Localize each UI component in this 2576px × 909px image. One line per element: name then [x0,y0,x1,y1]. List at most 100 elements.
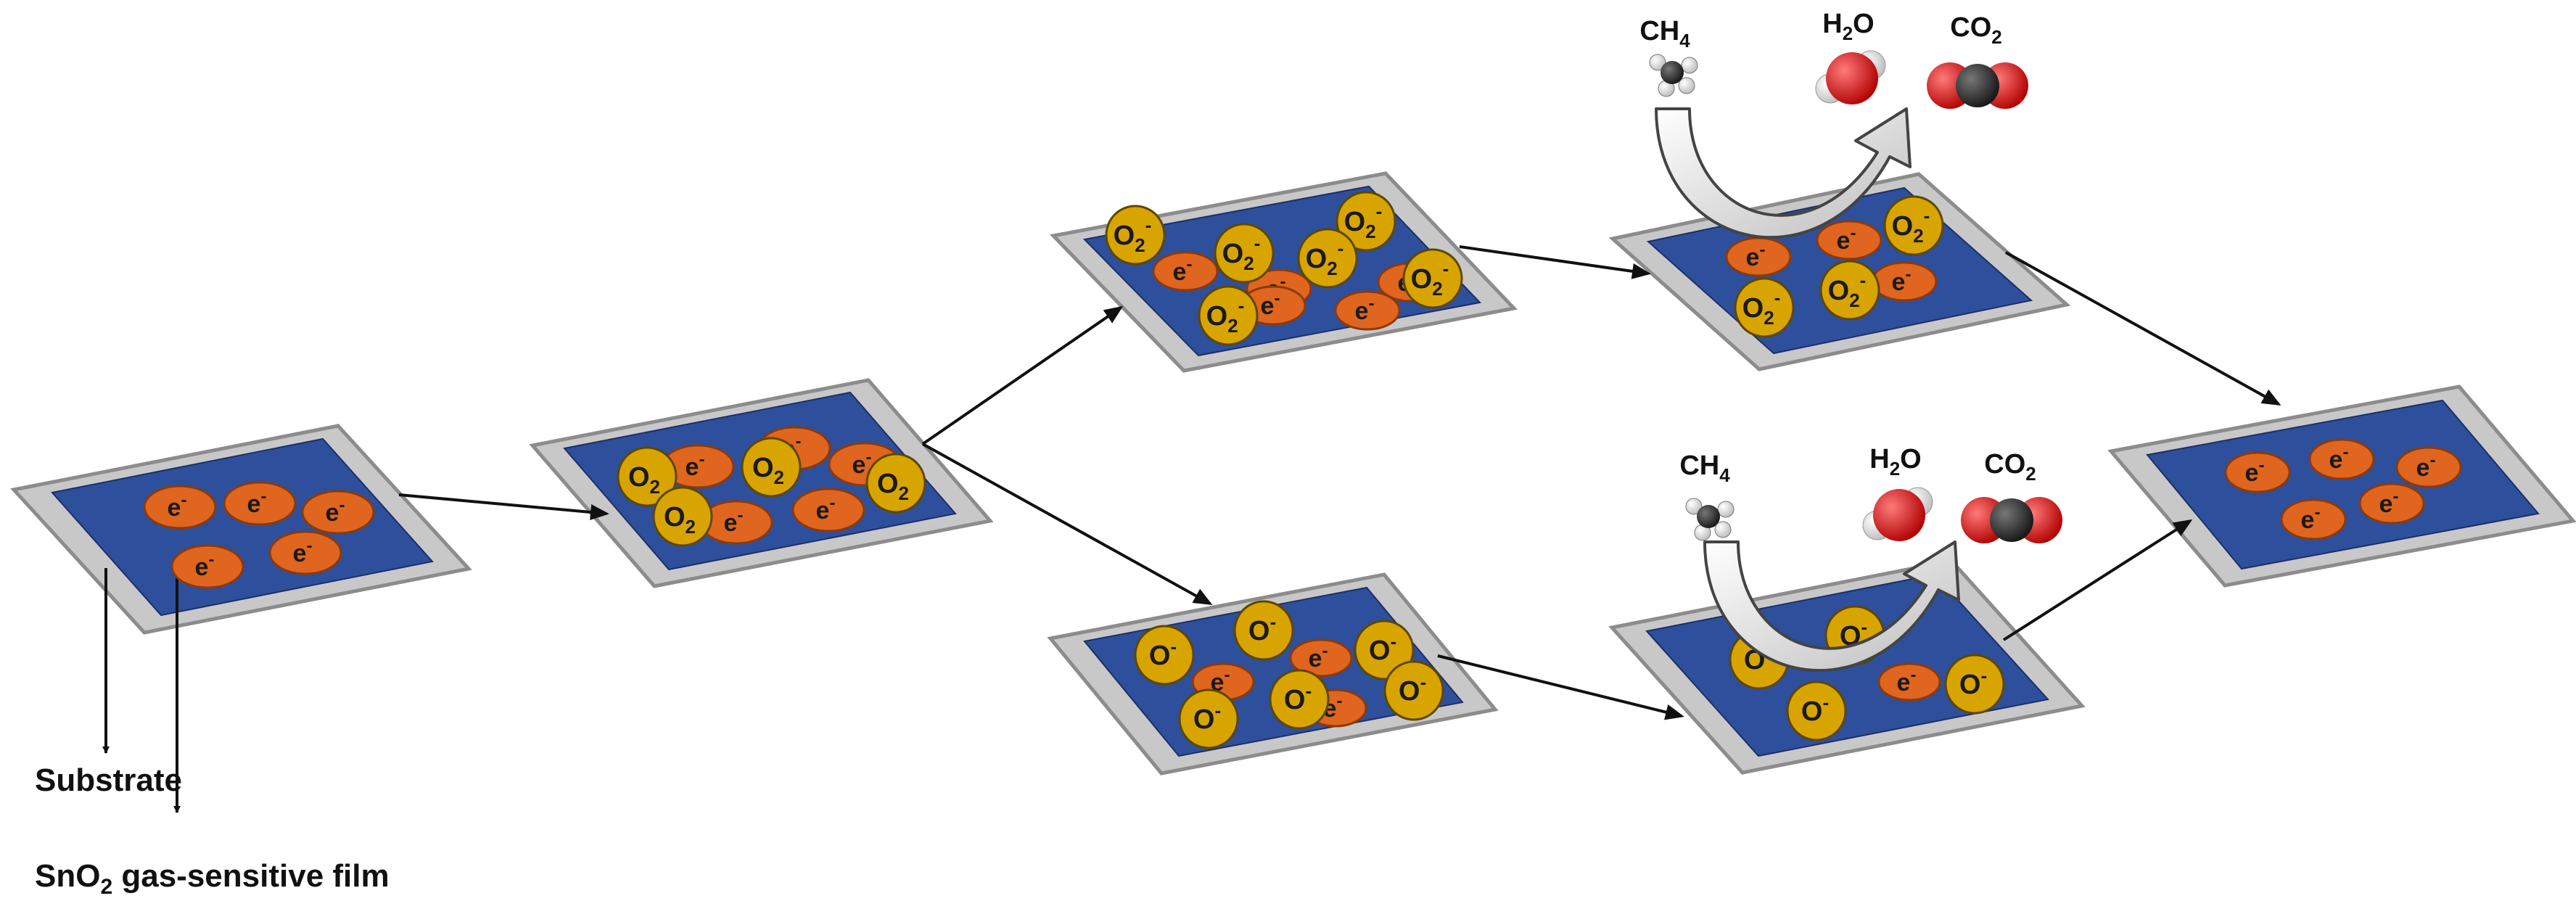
oxygen-symbol: O- [1399,671,1426,707]
oxygen-ion: O- [1944,654,2005,715]
electron: e- [1877,662,1941,702]
electron-symbol: e- [852,448,872,479]
water-molecule [1815,50,1886,104]
superoxide-ion: O2- [1336,191,1396,252]
superoxide-ion: O2- [1214,223,1275,284]
electron: e- [223,481,297,526]
oxygen-symbol: O2 [628,462,660,498]
oxygen-symbol: O2- [1222,232,1261,274]
sno2-film [51,437,434,617]
oxygen-symbol: O- [1149,636,1177,671]
electron-symbol: e- [326,495,345,527]
oxygen-molecule: O2 [617,446,678,507]
electron-symbol: e- [816,493,836,525]
electron-symbol: e- [1746,240,1766,271]
bottom-co2-label: CO2 [1984,449,2036,485]
electron-symbol: e- [1173,255,1193,286]
oxygen-ion: O- [1233,600,1294,661]
electron-symbol: e- [1355,294,1375,325]
oxygen-molecule: O2 [865,453,926,514]
top-curved-arrow [1655,107,1912,239]
superoxide-ion: O2- [1297,228,1358,289]
oxygen-ion: O- [1134,625,1195,686]
surface-species: e-e-e-e-e-e-e-e-e-e-O2O2O2O2e-e-e-e-e-O2… [143,191,2462,749]
oxygen-symbol: O2- [1742,287,1781,329]
water-molecule [1862,487,1933,541]
superoxide-ion: O2- [1198,285,1259,346]
oxygen-ion: O- [1354,620,1415,680]
electron-symbol: e- [2245,456,2265,487]
methane-molecule [1649,54,1698,97]
electron-symbol: e- [2329,443,2349,474]
process-arrows [398,245,2281,720]
electron: e- [1871,261,1938,302]
electron-symbol: e- [1892,265,1912,296]
bottom-curved-arrow [1703,540,1960,673]
film-label: SnO2 gas-sensitive film [35,858,390,899]
oxygen-symbol: O2- [1306,237,1344,279]
sno2-film [2146,399,2540,570]
electron-symbol: e- [1897,665,1917,696]
electron: e- [268,530,342,575]
electron: e- [301,490,375,535]
electron: e- [1816,220,1882,260]
top-co2-label: CO2 [1950,12,2001,48]
superoxide-ion: O2- [1819,260,1880,321]
electron-symbol: e- [195,550,215,581]
oxygen-molecule: O2 [652,486,713,547]
electron: e- [1152,251,1219,292]
arrow-bottom-reacting-to-final [2002,519,2193,641]
electron-symbol: e- [168,490,187,522]
arrow-o-film-to-reacting [1437,654,1684,720]
superoxide-ion: O2- [1734,277,1795,338]
oxygen-symbol: O2- [1344,200,1383,242]
top-h2o-label: H2O [1822,9,1874,44]
superoxide-ion: O2- [1105,205,1166,266]
bottom-reaction: CH4 H2O CO2 [1679,444,2062,673]
plate-final [2107,384,2576,588]
electron: e- [2308,438,2375,480]
substrate-label: Substrate [35,762,182,798]
oxygen-ion: O- [1786,680,1847,741]
oxygen-symbol: O2 [877,469,909,504]
arrow-o2-film-to-reacting [1459,245,1651,279]
arrow-adsorbed-to-o-film [922,443,1213,605]
electron-symbol: e- [1261,289,1280,320]
arrow-adsorbed-to-o2-film [921,305,1124,445]
oxygen-symbol: O- [1248,611,1276,646]
bottom-ch4-label: CH4 [1679,451,1730,486]
superoxide-ion: O2- [1883,195,1944,256]
oxygen-symbol: O- [1369,630,1396,666]
electron-symbol: e- [2416,451,2436,482]
superoxide-ion: O2- [1402,248,1463,309]
electron-symbol: e- [1837,223,1856,255]
electron: e- [2395,446,2462,488]
arrow-top-reacting-to-final [2005,251,2281,406]
oxygen-symbol: O- [1193,699,1221,735]
electron-symbol: e- [724,506,744,537]
electron: e- [170,544,244,589]
oxygen-ion: O- [1383,660,1444,721]
electron: e- [1289,638,1353,678]
label-leaders [102,568,181,813]
bottom-h2o-label: H2O [1869,444,1921,480]
electron-symbol: e- [2379,487,2399,518]
oxygen-symbol: O2- [1114,214,1152,256]
electron-symbol: e- [1309,641,1328,673]
electron-symbol: e- [686,450,705,481]
electron-symbol: e- [247,487,267,518]
electron: e- [143,485,217,530]
electron-symbol: e- [2301,503,2321,534]
plate-clean [10,424,472,635]
oxygen-symbol: O- [1801,691,1829,727]
arrow-clean-to-adsorbed [398,493,609,520]
oxygen-ion: O- [1269,669,1330,730]
carbon-dioxide-molecule [1927,62,2028,109]
methane-molecule [1685,498,1735,541]
carbon-dioxide-molecule [1961,497,2062,543]
oxygen-molecule: O2 [741,437,802,498]
oxygen-symbol: O- [1959,665,1987,700]
